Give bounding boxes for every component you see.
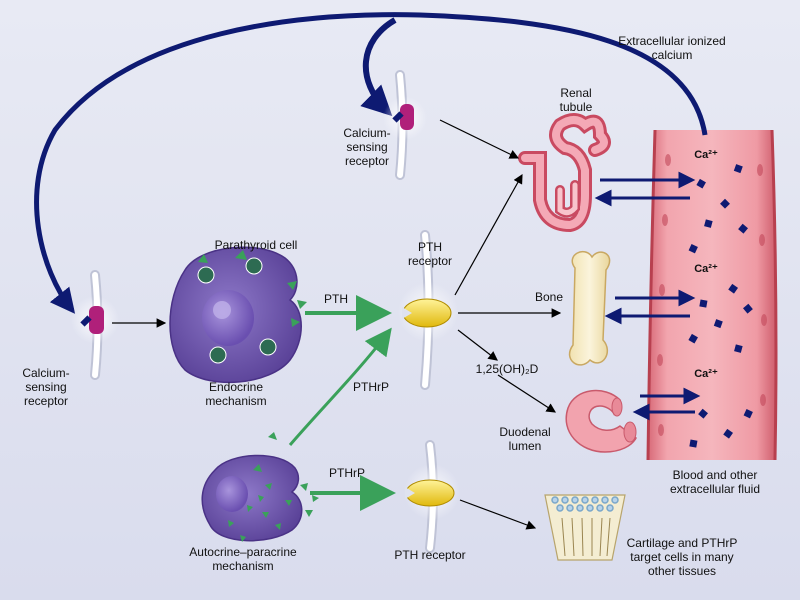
- duodenal-lumen-label: Duodenal lumen: [499, 425, 551, 453]
- pth-receptor-top-shape: [398, 282, 458, 342]
- pthrp-upper-label: PTHrP: [353, 380, 389, 394]
- bone-label: Bone: [534, 290, 564, 304]
- pthrp-right-label: PTHrP: [329, 466, 365, 480]
- calcium-sensing-receptor-left-label: Calcium- sensing receptor: [22, 366, 70, 408]
- autocrine-cell: [201, 432, 319, 542]
- bone-graphic: [568, 251, 611, 366]
- renal-tubule-label: Renal tubule: [559, 86, 593, 114]
- feedback-arrows: [34, 12, 708, 314]
- pth-receptor-top-label: PTH receptor: [407, 240, 453, 268]
- calcium-ion-label-1: Ca²⁺: [694, 149, 718, 161]
- duodenum-graphic: [565, 389, 637, 453]
- blood-fluid-label: Blood and other extracellular fluid: [669, 468, 761, 496]
- calcium-exchange-arrows: [594, 171, 701, 421]
- autocrine-mechanism-label: Autocrine–paracrine mechanism: [189, 545, 297, 573]
- cartilage-graphic: [544, 494, 626, 561]
- calcium-sensing-receptor-left: [71, 296, 119, 344]
- signal-arrows: [112, 119, 562, 530]
- cartilage-label: Cartilage and PTHrP target cells in many…: [626, 536, 738, 578]
- endocrine-mechanism-label: Endocrine mechanism: [205, 380, 267, 408]
- renal-tubule-graphic: [518, 113, 611, 233]
- calcium-ion-label-2: Ca²⁺: [694, 263, 718, 275]
- calcium-sensing-receptor-top-label: Calcium- sensing receptor: [343, 126, 391, 168]
- extracellular-calcium-label: Extracellular ionized calcium: [618, 34, 726, 62]
- calcium-sensing-receptor-top: [383, 96, 427, 140]
- calcium-ion-label-3: Ca²⁺: [694, 368, 718, 380]
- vitamin-d-label: 1,25(OH)₂D: [475, 362, 539, 376]
- pth-receptor-bottom-shape: [404, 464, 460, 520]
- calcium-ions: [688, 164, 753, 448]
- pth-label: PTH: [324, 292, 348, 306]
- green-arrows: [288, 295, 396, 511]
- parathyroid-cell: [169, 246, 307, 384]
- parathyroid-cell-label: Parathyroid cell: [214, 238, 298, 252]
- pth-receptor-bottom-label: PTH receptor: [394, 548, 466, 562]
